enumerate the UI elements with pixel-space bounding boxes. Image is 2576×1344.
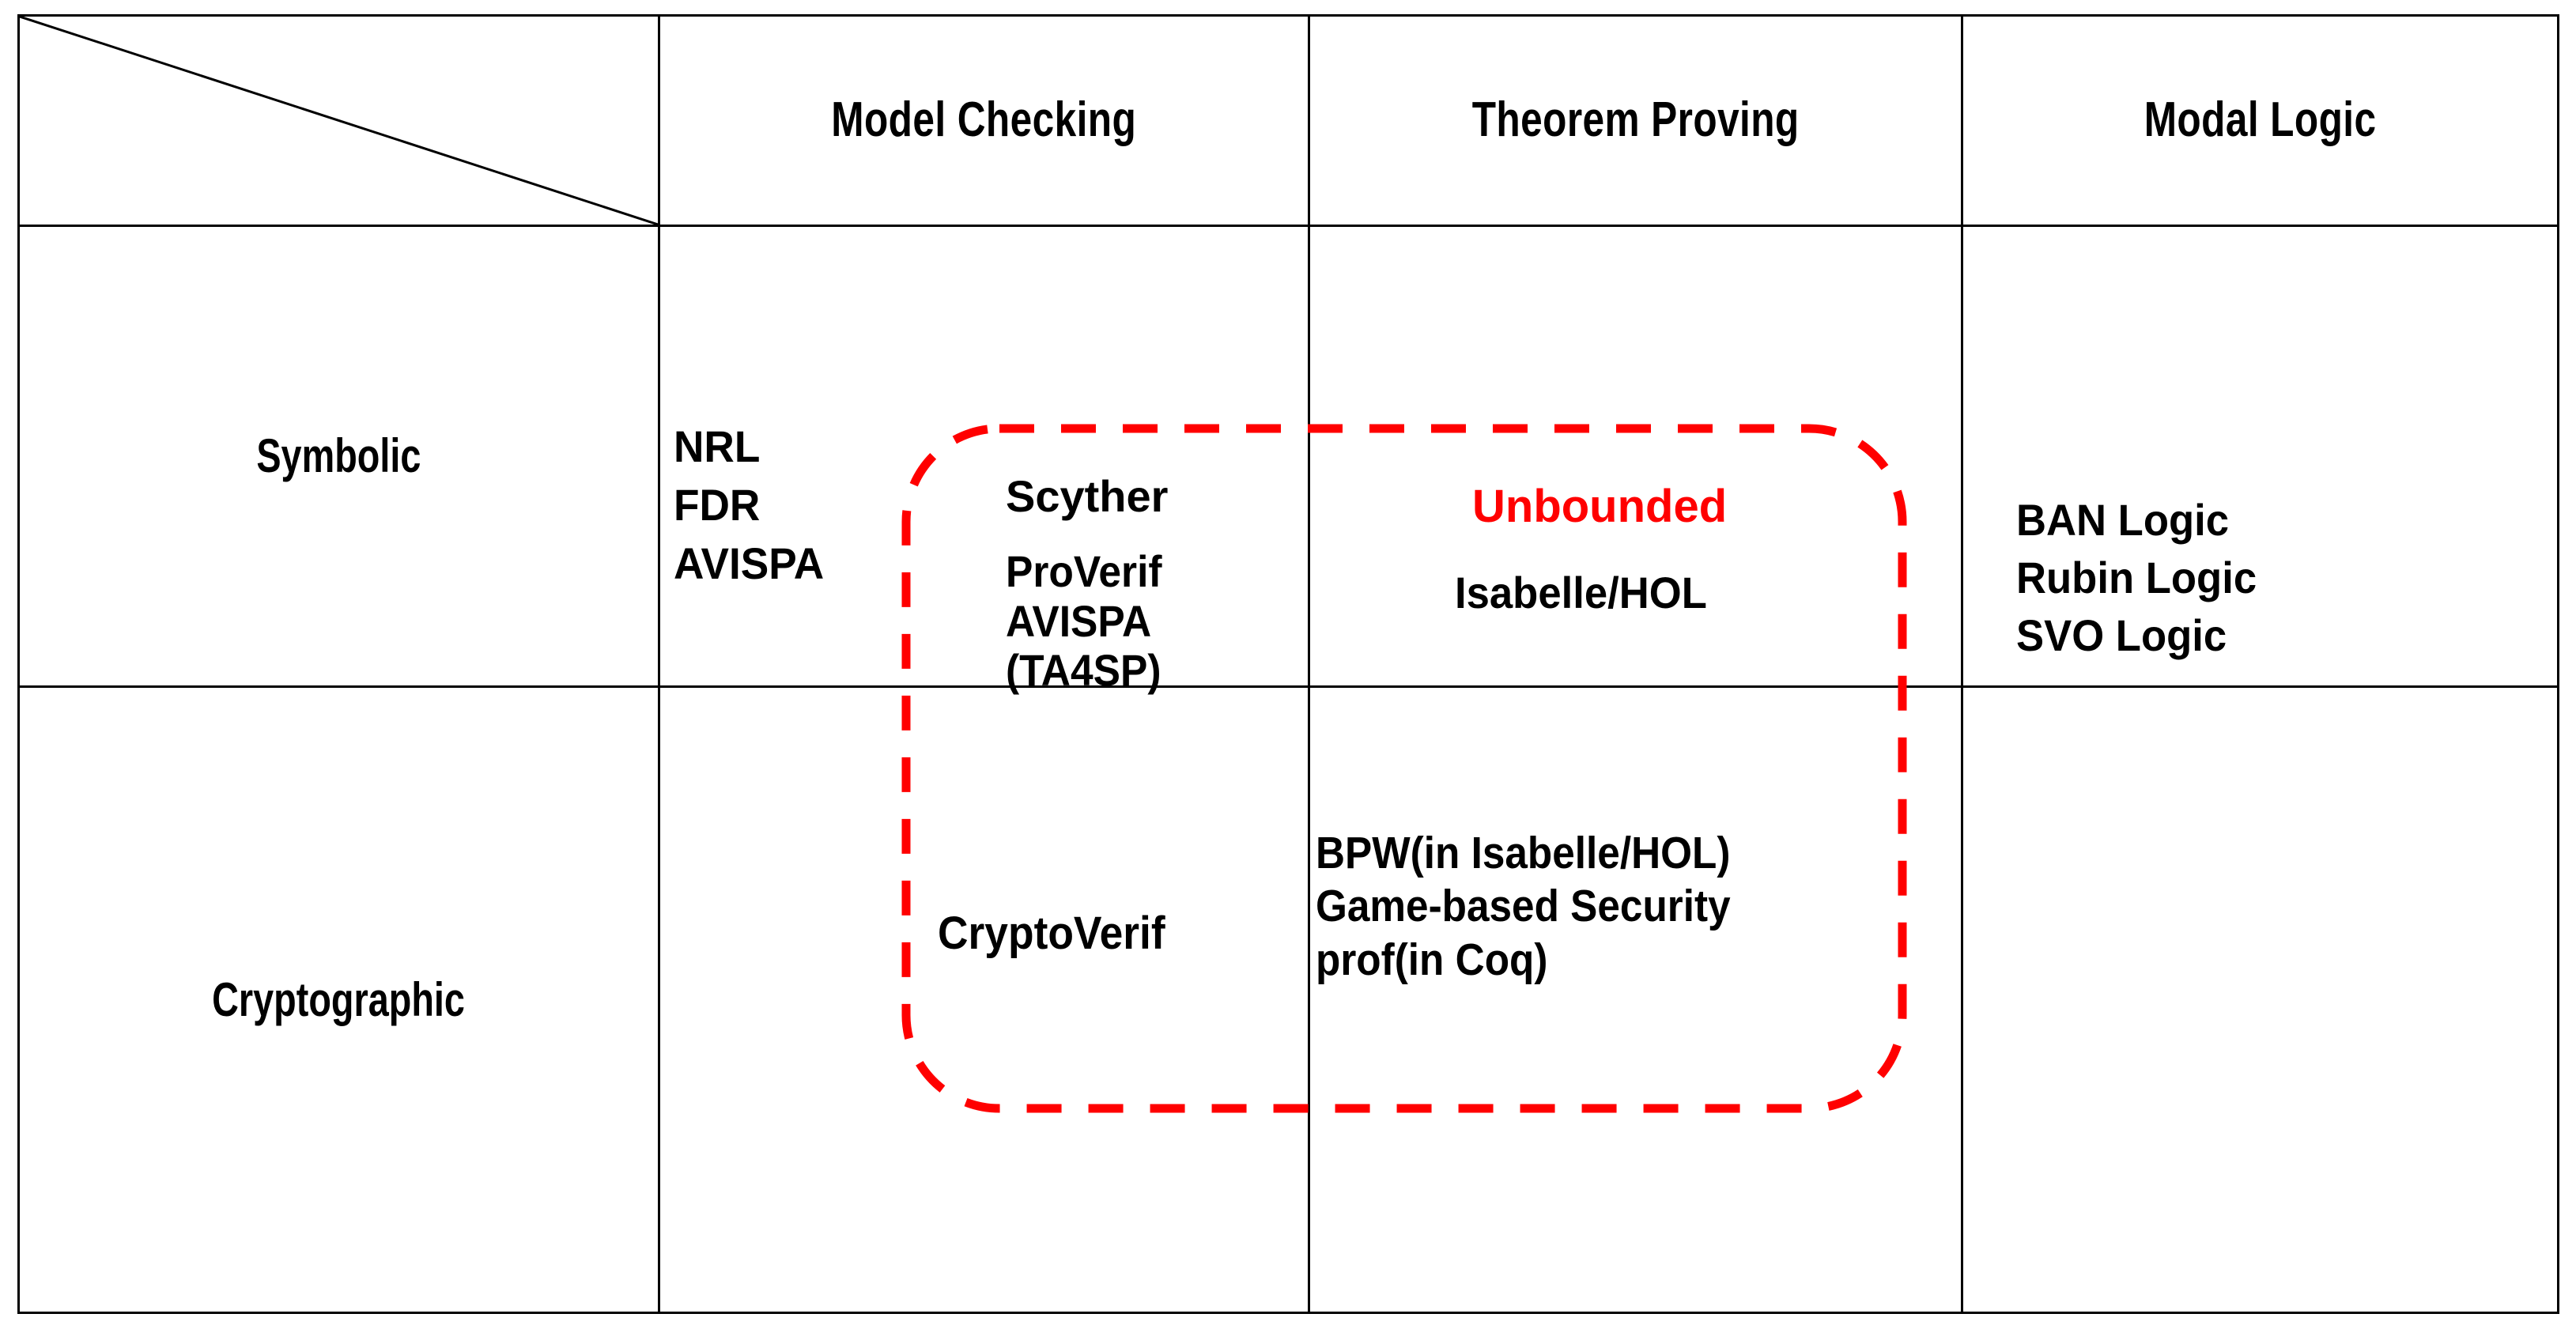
diagonal-divider-icon — [20, 17, 658, 225]
tool-entry: ProVerif — [1006, 546, 1162, 596]
tool-entry: BAN Logic — [2016, 495, 2230, 545]
tool-entry: Isabelle/HOL — [1455, 568, 1707, 617]
column-header-modal-logic: Modal Logic — [1961, 14, 2559, 227]
unbounded-highlight-label: Unbounded — [1472, 481, 1728, 532]
tool-list-symbolic-theorem-proving: Unbounded Isabelle/HOL — [1455, 484, 1866, 615]
cell-symbolic-modal-logic — [1961, 224, 2559, 689]
cell-cryptographic-model-checking — [658, 685, 1310, 1314]
tool-entry: Scyther — [1006, 471, 1169, 521]
tool-entry: (TA4SP) — [1006, 645, 1161, 696]
column-header-label: Modal Logic — [2144, 92, 2377, 148]
tool-entry: AVISPA — [674, 538, 825, 588]
tool-entry: prof(in Coq) — [1316, 934, 1548, 985]
tool-entry: Game-based Security — [1316, 881, 1731, 932]
cell-cryptographic-theorem-proving — [1308, 685, 1963, 1314]
tool-entry: AVISPA — [1006, 595, 1152, 646]
tool-list-symbolic-model-checking-outside: NRL FDR AVISPA — [674, 417, 871, 593]
tool-list-symbolic-model-checking-inside: Scyther ProVerif AVISPA (TA4SP) — [1006, 474, 1290, 696]
tool-entry: NRL — [674, 421, 761, 471]
row-header-label: Symbolic — [256, 429, 421, 483]
corner-cell — [17, 14, 660, 227]
cell-cryptographic-modal-logic — [1961, 685, 2559, 1314]
row-header-label: Cryptographic — [212, 972, 466, 1026]
tool-list-cryptographic-theorem-proving: BPW(in Isabelle/HOL) Game-based Security… — [1316, 827, 1917, 987]
tool-entry: Rubin Logic — [2016, 552, 2257, 602]
row-header-cryptographic: Cryptographic — [17, 685, 660, 1314]
column-header-model-checking: Model Checking — [658, 14, 1310, 227]
tool-entry: BPW(in Isabelle/HOL) — [1316, 828, 1731, 878]
column-header-label: Model Checking — [831, 92, 1137, 148]
tool-entry-cryptoverif: CryptoVerif — [938, 908, 1165, 959]
tool-entry: FDR — [674, 479, 761, 530]
tool-list-symbolic-modal-logic: BAN Logic Rubin Logic SVO Logic — [2016, 492, 2427, 664]
table-row-cryptographic: Cryptographic — [17, 685, 2559, 1314]
table-header-row: Model Checking Theorem Proving Modal Log… — [17, 14, 2559, 227]
cell-symbolic-theorem-proving — [1308, 224, 1963, 689]
column-header-label: Theorem Proving — [1471, 92, 1800, 148]
tool-entry: SVO Logic — [2016, 610, 2227, 660]
row-header-symbolic: Symbolic — [17, 224, 660, 689]
column-header-theorem-proving: Theorem Proving — [1308, 14, 1963, 227]
